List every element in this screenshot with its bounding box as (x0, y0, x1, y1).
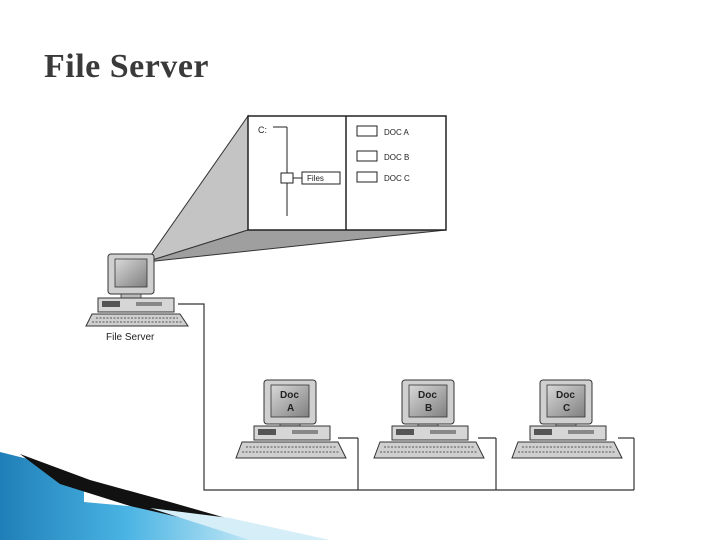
slide-decoration-swoosh (0, 452, 330, 540)
directory-callout: C: Files DOC A DOC B DOC C (144, 114, 447, 263)
client-a-keyboard (235, 441, 347, 459)
server-drive (102, 301, 120, 307)
document-label-b: DOC B (384, 153, 409, 162)
client-b-drive (396, 429, 414, 435)
client-a-screen (270, 384, 310, 418)
client-a-screen-label-2: A (287, 403, 294, 414)
client-a-drive (258, 429, 276, 435)
client-b-keyboard (373, 441, 485, 459)
folder-node (280, 172, 294, 184)
document-icon-c (356, 171, 378, 183)
client-b-drive-2 (430, 430, 456, 434)
file-server-label: File Server (106, 332, 155, 343)
file-server-computer (85, 253, 189, 327)
document-label-a: DOC A (384, 128, 410, 137)
document-icon-a (356, 125, 378, 137)
directory-window (247, 115, 447, 231)
client-c-drive (534, 429, 552, 435)
client-c-screen-label-2: C (563, 403, 570, 414)
document-list: DOC A DOC B DOC C (356, 125, 410, 183)
client-computer-a: Doc A (235, 379, 347, 459)
swoosh-light (150, 508, 330, 540)
folder-label-box (301, 171, 341, 185)
client-c-drive-2 (568, 430, 594, 434)
network-cabling (178, 303, 635, 491)
client-b-screen-label-1: Doc (418, 390, 437, 401)
server-drive-2 (136, 302, 162, 306)
client-c-screen (546, 384, 586, 418)
slide-title: File Server (44, 48, 210, 85)
drive-label: C: (258, 125, 267, 135)
server-screen (114, 258, 148, 288)
server-keyboard (85, 313, 189, 327)
client-computer-c: Doc C (511, 379, 623, 459)
client-c-screen-label-1: Doc (556, 390, 575, 401)
client-c-keyboard (511, 441, 623, 459)
document-label-c: DOC C (384, 174, 410, 183)
client-b-screen-label-2: B (425, 403, 432, 414)
client-b-screen (408, 384, 448, 418)
client-a-screen-label-1: Doc (280, 390, 299, 401)
client-computer-b: Doc B (373, 379, 485, 459)
client-a-drive-2 (292, 430, 318, 434)
server-cable (178, 303, 634, 491)
server-monitor-stand (120, 293, 142, 299)
document-icon-b (356, 150, 378, 162)
folder-label: Files (307, 174, 324, 183)
